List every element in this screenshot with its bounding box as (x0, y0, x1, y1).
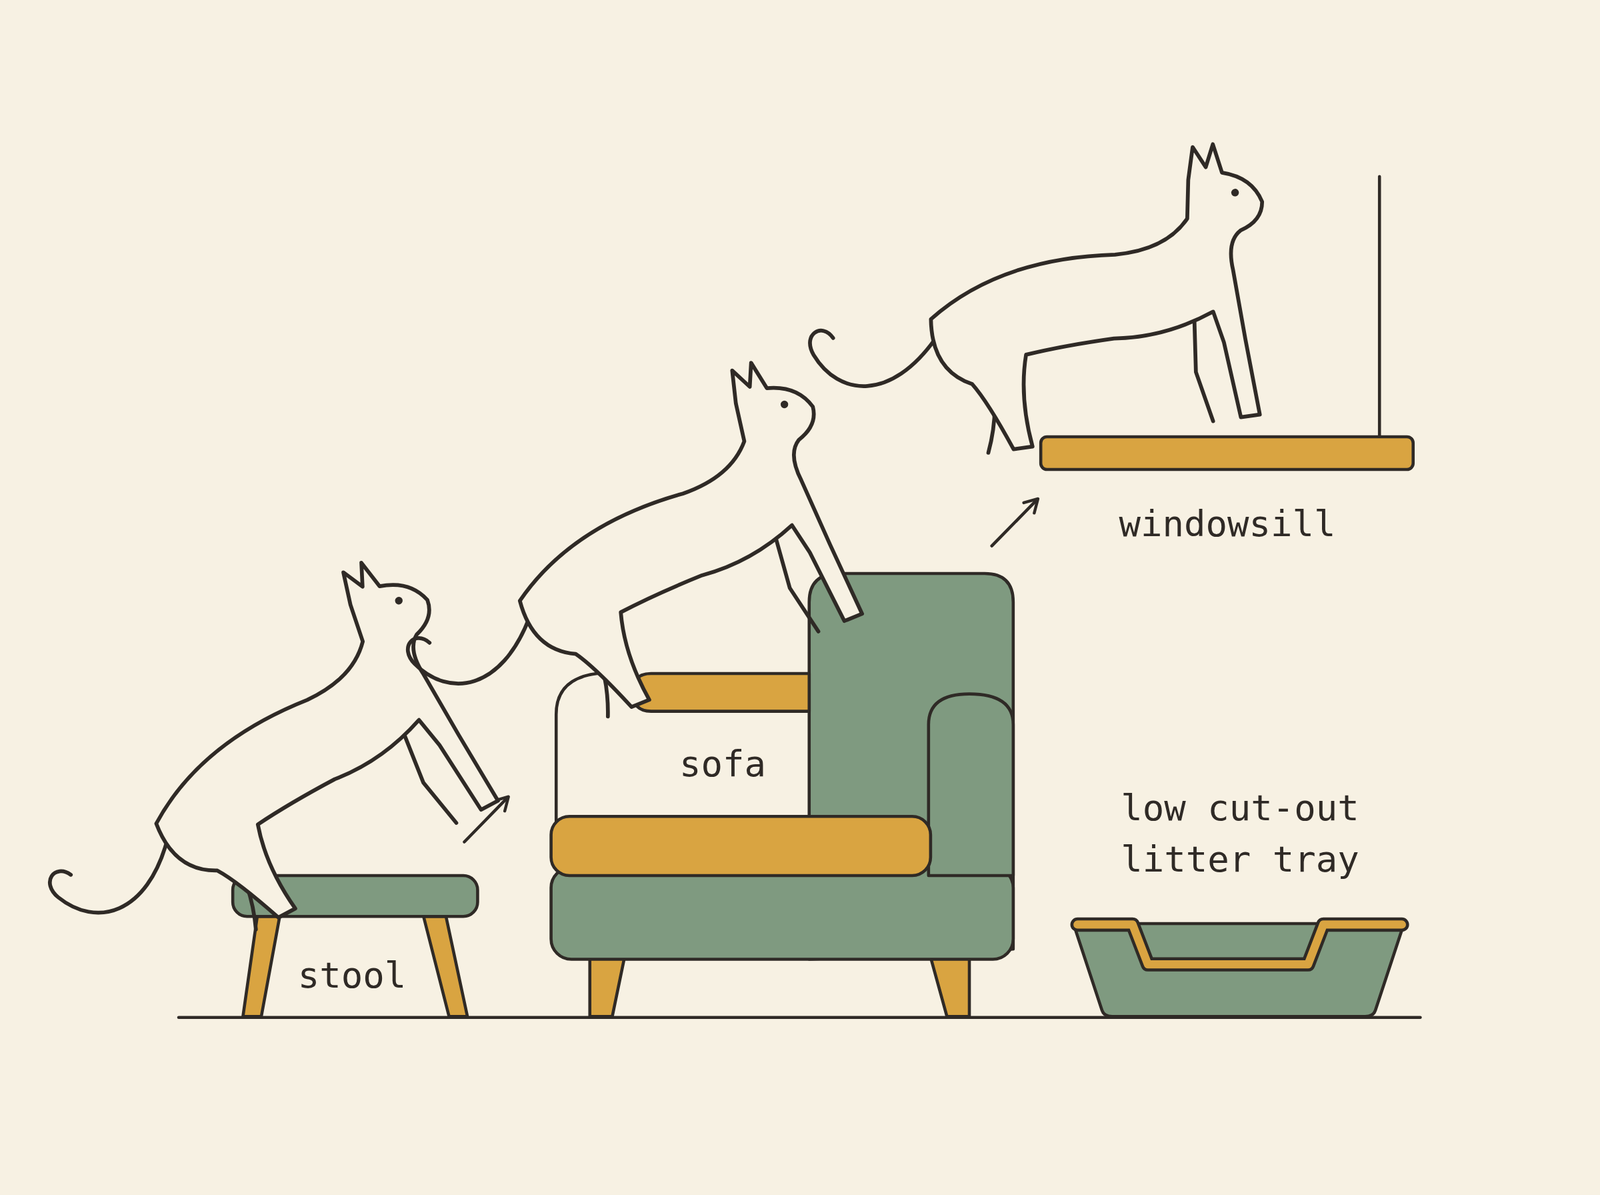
cat-figure (355, 347, 892, 777)
cat-figure (790, 138, 1292, 476)
part-label: sofa (679, 738, 766, 790)
part-label: windowsill (1118, 498, 1336, 550)
part-label: stool (298, 949, 407, 1001)
jump-arrow (992, 500, 1037, 546)
cat-figure (0, 543, 526, 1005)
litter-tray-illustration (1073, 923, 1404, 1016)
part-label: low cut-out litter tray (1113, 782, 1367, 885)
